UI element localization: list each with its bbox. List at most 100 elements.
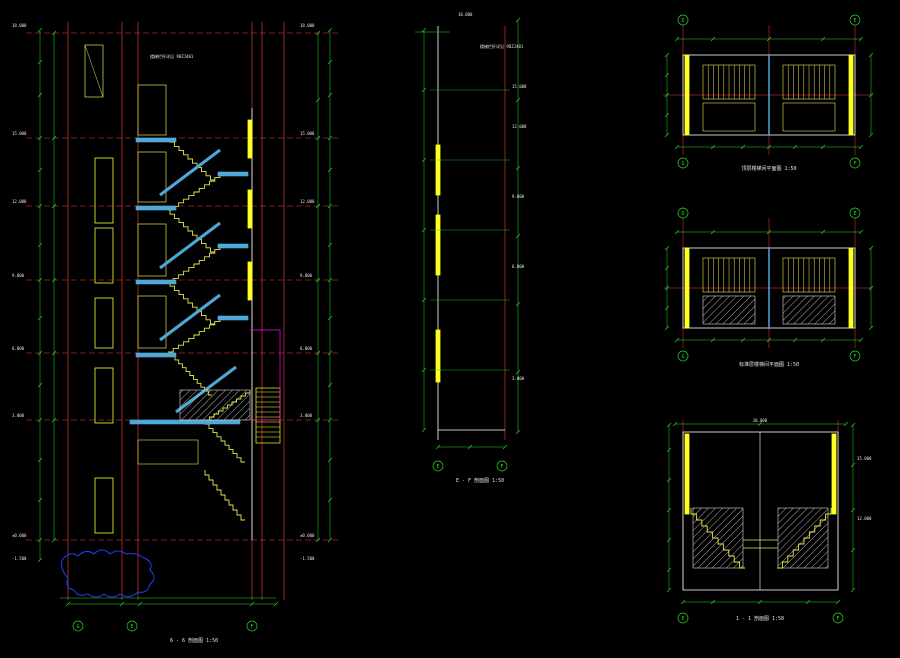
dim-right-outer-tick-3 [327,135,333,141]
dim-left-outer-tick-5 [37,203,43,209]
landing-box-2 [137,223,167,277]
s11-dim-right-tick-1 [850,462,856,468]
dim-right-inner-tick-4 [315,277,321,283]
right-window-0 [247,119,253,159]
stair-flight-2 [169,282,215,325]
plan-top-dim-bottom-tick-2 [740,144,746,150]
s11-flight-right [777,508,832,569]
floor-slab-2 [135,279,177,285]
plan-top-dim-left-tick-0 [664,52,670,58]
floor-slab-3 [135,352,177,358]
stair-flight-rev-0 [168,174,221,211]
plan-mid-dim-bottom-tick-5 [820,337,826,343]
mid-level-3: 6.000 [512,264,525,269]
dim-bottom-chain-tick-4 [273,601,279,607]
dim-right-outer-tick-6 [327,242,333,248]
plan-top-dim-bottom-tick-3 [766,144,772,150]
hatched-stair-base [179,389,251,421]
stair-flight-4 [204,420,245,463]
axis-bubble-G-circle [72,620,84,632]
stair-flight-rev-2 [168,318,221,353]
plan-top-dim-bottom-tick-5 [820,144,826,150]
plan-mid-bubble-F-label: F [853,354,856,360]
dim-left-outer-tick-9 [37,350,43,356]
plan-top-dim-left-tick-1 [664,72,670,78]
mid-window-1 [435,214,441,276]
landing-box-1 [137,151,167,203]
dim-bottom-chain-tick-1 [119,601,125,607]
mid-dim-bottom-tick-1 [467,444,473,450]
level-label-left-0: 18.000 [12,23,27,28]
mid-bubble-E-circle [432,460,444,472]
s11-hatched-flight-1 [777,507,829,569]
mid-level-4: 3.000 [512,376,525,381]
stair-rail-note: 楼梯栏杆详见 98ZJ401 [150,53,194,59]
s11-dim-left-tick-3 [666,507,672,513]
s11-bubble-E-circle [677,612,689,624]
mid-bubble-F-circle [496,460,508,472]
dim-left-inner-tick-2 [51,203,57,209]
s11-dim-left-tick-2 [666,477,672,483]
plan-top-dim-left-tick-3 [664,112,670,118]
mid-bubble-F-label: F [500,464,503,470]
s11-outline [682,431,839,591]
s11-flight-left [690,508,745,569]
plan-mid-bubble-G-circle [677,350,689,362]
plan-mid-bubble-G-label: G [681,354,684,360]
s11-dim-bottom-tick-2 [757,599,763,605]
plan-top-run-down-1 [782,102,836,132]
right-window-1 [247,189,253,229]
stair-slab-0 [159,148,221,197]
mid-window-2 [435,329,441,383]
level-label-right-0: 18.000 [300,23,315,28]
s11-title: 1 - 1 剖面图 1:50 [736,615,784,622]
plan-mid-dim-bottom-tick-2 [740,337,746,343]
section-6-6: 18.00018.00015.00015.00012.00012.0009.00… [12,22,340,644]
dim-left-inner-tick-3 [51,277,57,283]
dim-right-outer-tick-12 [327,457,333,463]
plan-top-bubble-D-label: D [681,18,684,24]
mid-note: 楼梯栏杆详见 98ZJ401 [480,43,524,49]
left-window-0 [94,157,114,224]
roof-hatch-box [84,44,104,98]
mid-bubble-E-label: E [436,464,439,470]
plan-top-dim-top-tick-0 [674,36,680,42]
plan-mid-bubble-D-label: D [681,211,684,217]
plan-top-dim-right-tick-2 [868,132,874,138]
axis-bubble-E-circle [126,620,138,632]
dim-left-inner-tick-6 [51,537,57,543]
mid-dim-left-tick-5 [421,367,427,373]
left-window-3 [94,367,114,424]
dim-right-inner-tick-6 [315,417,321,423]
plan-top-left-window [684,54,690,136]
dim-bottom-chain-tick-0 [65,601,71,607]
left-window-4 [94,477,114,534]
plan-mid-dim-top-tick-3 [820,229,826,235]
dim-right-inner-tick-0 [315,30,321,36]
level-label-left-3: 9.000 [12,273,25,278]
dim-left-outer-tick-8 [37,315,43,321]
level-label-left-5: 3.000 [12,413,25,418]
plan-top-dim-bottom-tick-4 [792,144,798,150]
dim-left-outer-tick-15 [37,557,43,563]
mid-dim-bottom-tick-2 [502,444,508,450]
stair-slab-2 [159,293,221,342]
s11-dim-bottom-tick-4 [835,599,841,605]
dim-right-outer-tick-1 [327,59,333,65]
s11-dim-left-tick-4 [666,537,672,543]
left-window-2 [94,297,114,349]
dim-left-inner-tick-4 [51,350,57,356]
plan-top-dim-left-tick-2 [664,92,670,98]
dim-bottom-chain-tick-3 [249,601,255,607]
plan-mid-dim-left-tick-1 [664,265,670,271]
plan-mid-dim-right-tick-1 [868,285,874,291]
s11-bubble-E-label: E [681,616,684,622]
s11-dim-right-tick-2 [850,507,856,513]
mid-title: E - F 剖面图 1:50 [456,477,504,484]
level-label-left-4: 6.000 [12,346,25,351]
level-label-right-3: 9.000 [300,273,313,278]
plan-top-bubble-D-circle [677,14,689,26]
axis-bubble-E-label: E [130,624,133,630]
plan-mid-bubble-E-circle [849,207,861,219]
